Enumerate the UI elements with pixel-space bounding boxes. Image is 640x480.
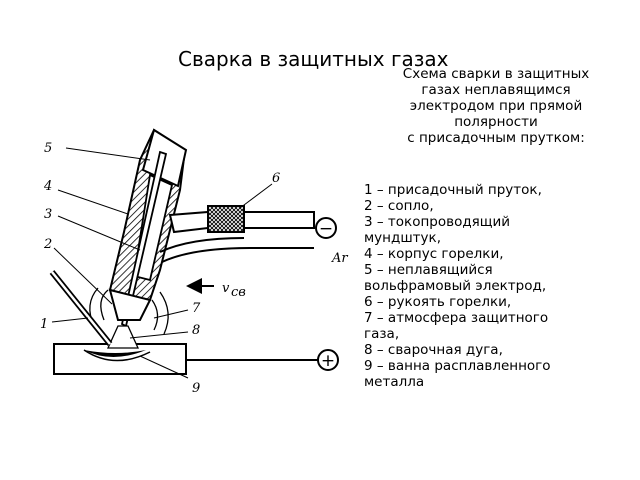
plus-terminal	[317, 349, 339, 371]
leader-3	[57, 215, 141, 251]
caption-line: с присадочным прутком:	[407, 130, 585, 146]
gas-flow-line	[159, 291, 169, 335]
leader-7	[153, 309, 189, 319]
legend-item: газа,	[364, 326, 400, 342]
weld-pool-outline	[83, 349, 151, 362]
welding-arc	[106, 325, 140, 349]
minus-sign: −	[319, 219, 333, 239]
leader-8	[129, 331, 189, 339]
diagram-caption: Схема сварки в защитных газах неплавящим…	[378, 66, 614, 146]
callout-7: 7	[192, 301, 201, 316]
legend-item: 7 – атмосфера защитного	[364, 310, 549, 326]
leader-6	[239, 183, 273, 209]
torch-neck	[168, 210, 209, 234]
gas-inlet-pipe	[161, 247, 314, 263]
leader-lines	[51, 147, 273, 379]
gas-flow-line	[100, 289, 109, 321]
legend-item: 1 – присадочный пруток,	[364, 182, 542, 198]
speed-label: v	[222, 281, 230, 296]
caption-line: полярности	[454, 114, 538, 130]
callout-3: 3	[44, 207, 52, 222]
legend-item: мундштук,	[364, 230, 441, 246]
weld-pool	[84, 350, 146, 357]
slide-title: Сварка в защитных газах	[178, 47, 449, 71]
leader-5	[65, 147, 151, 161]
nozzle	[108, 288, 152, 321]
speed-subscript: св	[231, 285, 246, 300]
leader-4	[57, 189, 129, 215]
gas-hose	[243, 211, 315, 229]
legend-item: 5 – неплавящийся	[364, 262, 493, 278]
callout-4: 4	[43, 179, 52, 194]
callout-1: 1	[40, 317, 48, 332]
filler-rod-inner	[51, 271, 111, 345]
legend-item: 4 – корпус горелки,	[364, 246, 504, 262]
leader-2	[53, 247, 113, 305]
callout-6: 6	[272, 171, 280, 186]
torch-handle	[207, 205, 245, 233]
legend-item: металла	[364, 374, 425, 390]
leader-1	[51, 317, 89, 323]
legend-item: вольфрамовый электрод,	[364, 278, 547, 294]
legend-item: 6 – рукоять горелки,	[364, 294, 512, 310]
minus-terminal	[315, 217, 337, 239]
callout-9: 9	[192, 381, 200, 396]
plus-sign: +	[321, 351, 335, 371]
leader-9	[139, 355, 189, 379]
gas-flow-line	[151, 299, 159, 331]
callout-5: 5	[44, 141, 52, 156]
callout-2: 2	[43, 237, 52, 252]
legend-item: 9 – ванна расплавленного	[364, 358, 551, 374]
caption-line: газах неплавящимся	[421, 82, 571, 98]
caption-line: электродом при прямой	[409, 98, 583, 114]
legend-item: 2 – сопло,	[364, 198, 434, 214]
gas-inlet-curve	[159, 237, 245, 253]
callout-8: 8	[192, 323, 200, 338]
gas-label: Ar	[331, 251, 348, 266]
legend-item: 3 – токопроводящий	[364, 214, 511, 230]
legend-list: 1 – присадочный пруток, 2 – сопло, 3 – т…	[364, 182, 634, 390]
legend-item: 8 – сварочная дуга,	[364, 342, 503, 358]
caption-line: Схема сварки в защитных	[402, 66, 590, 82]
